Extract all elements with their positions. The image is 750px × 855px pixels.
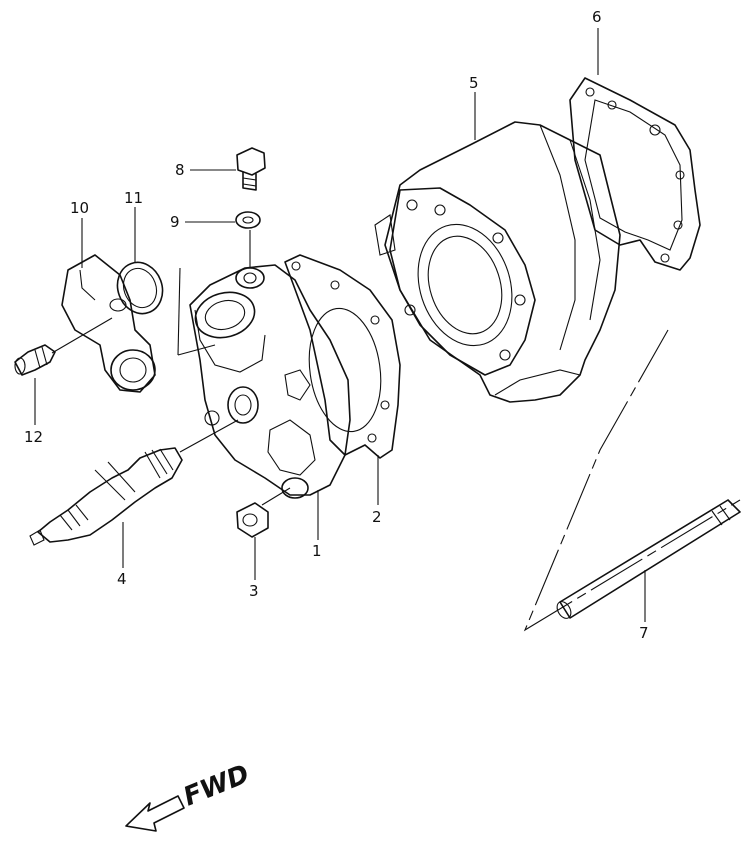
part-7-stud	[556, 499, 741, 619]
callout-11: 11	[124, 189, 143, 207]
callout-3: 3	[249, 582, 259, 600]
part-8-bolt	[236, 147, 266, 191]
callout-6: 6	[592, 8, 602, 26]
callout-5: 5	[469, 74, 479, 92]
part-2-head-gasket	[284, 254, 401, 459]
part-9-washer	[235, 211, 261, 268]
part-6-gasket	[569, 77, 701, 271]
forward-direction-indicator: FWD	[125, 759, 254, 832]
callout-10: 10	[70, 199, 89, 217]
part-10-water-outlet	[61, 254, 156, 393]
callout-8: 8	[175, 161, 185, 179]
part-5-cylinder	[374, 121, 621, 403]
callout-9: 9	[170, 213, 180, 231]
callout-7: 7	[639, 624, 649, 642]
part-12-bolt	[14, 317, 113, 376]
forward-label: FWD	[179, 759, 253, 812]
forward-arrow-icon	[125, 795, 185, 832]
callout-4: 4	[117, 570, 127, 588]
part-3-nut	[236, 487, 291, 538]
callout-12: 12	[24, 428, 43, 446]
callout-2: 2	[372, 508, 382, 526]
assembly-dash-line	[523, 329, 741, 632]
callout-1: 1	[312, 542, 322, 560]
part-1-cylinder-head	[177, 264, 351, 499]
part-4-spark-plug	[29, 419, 239, 546]
part-11-o-ring	[116, 261, 164, 315]
